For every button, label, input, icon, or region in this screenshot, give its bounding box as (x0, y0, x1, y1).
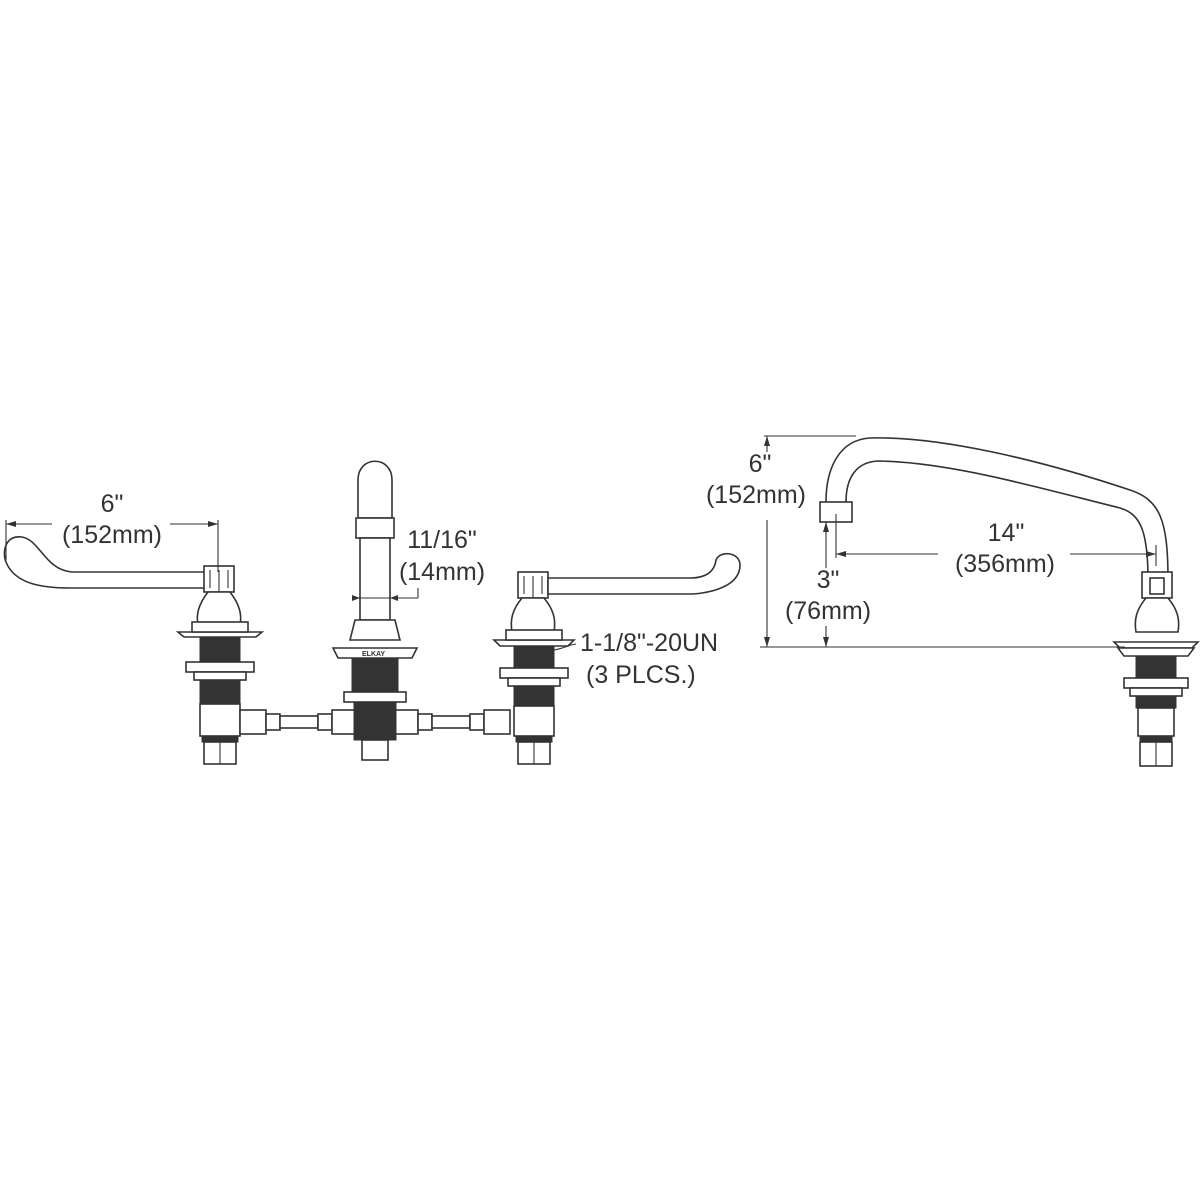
right-wristblade-handle (510, 552, 741, 633)
outlet-clearance-dimension: 3" (76mm) (785, 522, 871, 647)
swing-spout (819, 437, 1169, 581)
thread-spec-line1: 1-1/8"-20UN (580, 629, 718, 657)
spout-diameter-mm: (14mm) (399, 558, 485, 586)
side-view: 6" (152mm) 3" (76mm) 14" (356mm) (706, 435, 1200, 767)
thread-spec-line2: (3 PLCS.) (586, 661, 696, 689)
thread-callout: 1-1/8"-20UN (3 PLCS.) (553, 629, 718, 689)
handle-reach-mm: (152mm) (62, 521, 162, 549)
spout-height-inches: 6" (749, 450, 772, 478)
handle-reach-dimension: 6" (152mm) (5, 490, 219, 572)
spout-reach-mm: (356mm) (955, 550, 1055, 578)
center-spout: ELKAY (331, 460, 419, 761)
spout-height-dimension: 6" (152mm) (706, 435, 856, 647)
brand-mark: ELKAY (362, 651, 385, 658)
spout-reach-inches: 14" (988, 519, 1025, 547)
right-valve-body (492, 629, 576, 765)
handle-reach-inches: 6" (101, 490, 124, 518)
left-wristblade-handle (3, 536, 242, 626)
supply-connector-hoses (239, 709, 511, 735)
front-view: ELKAY (3, 460, 741, 765)
outlet-clearance-mm: (76mm) (785, 597, 871, 625)
spout-diameter-dimension: 11/16" (14mm) (352, 526, 485, 601)
outlet-clearance-inches: 3" (817, 566, 840, 594)
spout-reach-dimension: 14" (356mm) (835, 514, 1157, 578)
left-valve-body (175, 621, 265, 765)
spout-height-mm: (152mm) (706, 481, 806, 509)
side-valve-body (1112, 571, 1200, 767)
spout-diameter-inches: 11/16" (407, 526, 477, 554)
